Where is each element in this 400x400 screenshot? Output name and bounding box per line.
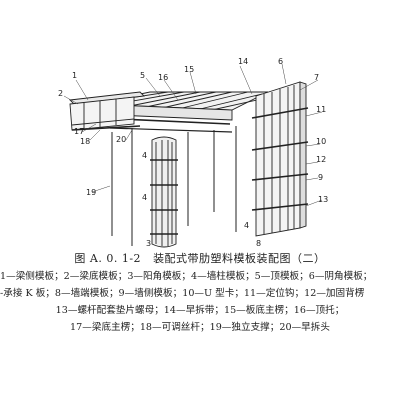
callout-9: 9: [318, 173, 323, 182]
callout-15: 15: [184, 65, 194, 74]
callout-13: 13: [318, 195, 328, 204]
legend-line-1: 1—梁侧模板；2—梁底模板；3—阳角模板；4—墙柱模板；5—顶模板；6—阴角模板…: [0, 271, 373, 282]
callout-labels: 1 2 5 16 15 14 6 7 11 10 12 9 13 17 18 2…: [58, 57, 328, 248]
independent-supports: [111, 126, 237, 246]
callout-4-lower: 4: [142, 193, 147, 202]
beam-formwork: [69, 91, 145, 131]
column-formwork: [150, 136, 178, 248]
callout-11: 11: [316, 105, 326, 114]
legend-line-3: 13—螺杆配套垫片螺母；14—早拆带；15—板底主楞；16—顶托；: [55, 305, 345, 316]
callout-5: 5: [140, 71, 145, 80]
callout-2: 2: [58, 89, 63, 98]
callout-10: 10: [316, 137, 326, 146]
callout-19: 19: [86, 188, 96, 197]
wall-formwork: [251, 81, 309, 237]
figure-title: 装配式带肋塑料模板装配图（二）: [153, 252, 326, 265]
callout-4-upper: 4: [142, 151, 147, 160]
callout-8: 8: [256, 239, 261, 248]
callout-17: 17: [74, 127, 84, 136]
callout-6: 6: [278, 57, 283, 66]
legend-line-4: 17—梁底主楞；18—可调丝杆；19—独立支撑；20—早拆头: [70, 322, 330, 333]
legend-line-2: -承接 K 板；8—墙端模板；9—墙侧模板；10—U 型卡；11—定位钩；12—…: [0, 288, 365, 299]
callout-20: 20: [116, 135, 126, 144]
callout-16: 16: [158, 73, 168, 82]
callout-14: 14: [238, 57, 248, 66]
callout-18: 18: [80, 137, 90, 146]
formwork-assembly-diagram: 1 2 5 16 15 14 6 7 11 10 12 9 13 17 18 2…: [58, 57, 328, 248]
figure-caption: 图 A. 0. 1-2 装配式带肋塑料模板装配图（二）: [0, 250, 400, 266]
callout-7: 7: [314, 73, 319, 82]
callout-1: 1: [72, 71, 77, 80]
figure-number: 图 A. 0. 1-2: [74, 252, 142, 265]
leader-lines: [63, 63, 323, 207]
callout-4-wall: 4: [244, 221, 249, 230]
callout-12: 12: [316, 155, 326, 164]
callout-3: 3: [146, 239, 151, 248]
